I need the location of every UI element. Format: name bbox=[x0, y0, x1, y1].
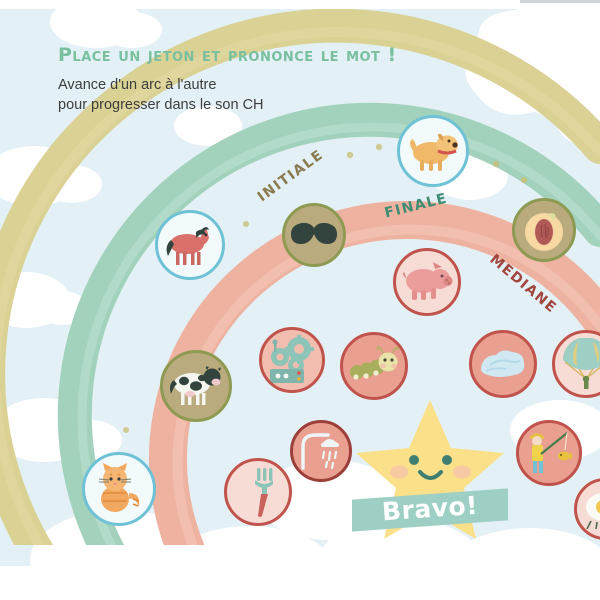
token-moustache[interactable] bbox=[282, 203, 346, 267]
dog-icon bbox=[410, 133, 458, 171]
star-blush-right bbox=[453, 465, 471, 479]
horse-icon bbox=[166, 227, 209, 265]
token-parachute[interactable] bbox=[552, 330, 600, 398]
top-strip bbox=[0, 0, 600, 9]
fork-icon bbox=[255, 468, 273, 517]
page-title: Place un jeton et prononce le mot ! bbox=[58, 44, 397, 66]
cow-icon bbox=[170, 366, 221, 405]
star-eye-left bbox=[409, 455, 419, 465]
token-fourchette[interactable] bbox=[224, 458, 292, 526]
reward-star: Bravo! bbox=[334, 396, 526, 541]
subtitle-line-1: Avance d'un arc à l'autre bbox=[58, 77, 217, 93]
subtitle-line-2: pour progresser dans le son CH bbox=[58, 97, 264, 113]
arc-initiale bbox=[0, 8, 600, 545]
token-cochon[interactable] bbox=[393, 248, 461, 316]
page-subtitle: Avance d'un arc à l'autre pour progresse… bbox=[58, 75, 397, 115]
shower-icon bbox=[301, 433, 339, 470]
token-machine[interactable] bbox=[259, 327, 325, 393]
cat-icon bbox=[98, 463, 140, 512]
token-chenille[interactable] bbox=[340, 332, 408, 400]
gears-icon bbox=[270, 335, 314, 383]
fisherman-icon bbox=[530, 432, 573, 473]
peach-icon bbox=[525, 213, 563, 251]
arc-mediane bbox=[148, 201, 600, 545]
pig-icon bbox=[402, 262, 453, 300]
token-cheval[interactable] bbox=[155, 210, 225, 280]
token-mouchoir[interactable] bbox=[469, 330, 537, 398]
star-eye-right bbox=[442, 455, 452, 465]
header: Place un jeton et prononce le mot ! Avan… bbox=[58, 44, 397, 115]
top-strip-line bbox=[520, 0, 600, 3]
star-smile bbox=[418, 470, 443, 480]
token-chien[interactable] bbox=[397, 115, 469, 187]
handkerchief-icon bbox=[480, 350, 525, 377]
token-peche-ligne[interactable] bbox=[516, 420, 582, 486]
parachute-icon bbox=[563, 338, 600, 389]
token-douche[interactable] bbox=[290, 420, 352, 482]
caterpillar-icon bbox=[350, 346, 400, 380]
banner-ribbon bbox=[346, 488, 514, 532]
star-blush-left bbox=[390, 465, 408, 479]
arc-finale bbox=[57, 102, 600, 545]
egg-icon bbox=[586, 493, 600, 529]
token-chat[interactable] bbox=[82, 452, 156, 526]
token-vache[interactable] bbox=[160, 350, 232, 422]
token-peche[interactable] bbox=[512, 198, 576, 262]
mustache-icon bbox=[291, 222, 337, 244]
